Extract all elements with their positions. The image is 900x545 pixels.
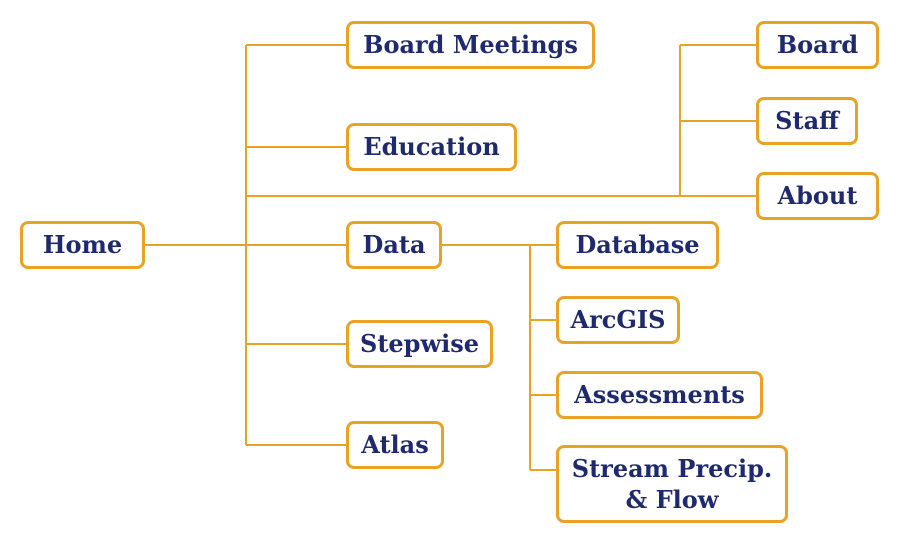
node-stepwise[interactable]: Stepwise [346, 320, 493, 368]
node-assessments[interactable]: Assessments [556, 371, 763, 419]
node-education-label: Education [363, 131, 500, 161]
node-home-label: Home [42, 229, 123, 259]
node-board-meetings[interactable]: Board Meetings [346, 21, 595, 69]
node-arcgis-label: ArcGIS [570, 304, 666, 334]
node-arcgis[interactable]: ArcGIS [556, 296, 680, 344]
node-stepwise-label: Stepwise [359, 328, 480, 358]
node-stream-text: Stream Precip. & Flow [572, 453, 772, 515]
node-data-label: Data [362, 229, 426, 259]
node-stream-precip-flow[interactable]: Stream Precip. & Flow [556, 445, 788, 523]
node-board[interactable]: Board [756, 21, 879, 69]
node-home[interactable]: Home [20, 221, 145, 269]
node-staff-label: Staff [775, 105, 839, 135]
node-data[interactable]: Data [346, 221, 442, 269]
node-board-meetings-label: Board Meetings [363, 29, 578, 59]
node-atlas-label: Atlas [361, 429, 429, 459]
node-stream-label-line2: & Flow [625, 485, 719, 514]
node-assessments-label: Assessments [574, 379, 745, 409]
node-board-label: Board [776, 29, 859, 59]
node-database[interactable]: Database [556, 221, 719, 269]
node-staff[interactable]: Staff [756, 97, 858, 145]
node-atlas[interactable]: Atlas [346, 421, 444, 469]
node-education[interactable]: Education [346, 123, 517, 171]
node-stream-label-line1: Stream Precip. [571, 453, 773, 483]
node-about[interactable]: About [756, 172, 879, 220]
node-about-label: About [777, 180, 858, 210]
node-database-label: Database [575, 229, 700, 259]
